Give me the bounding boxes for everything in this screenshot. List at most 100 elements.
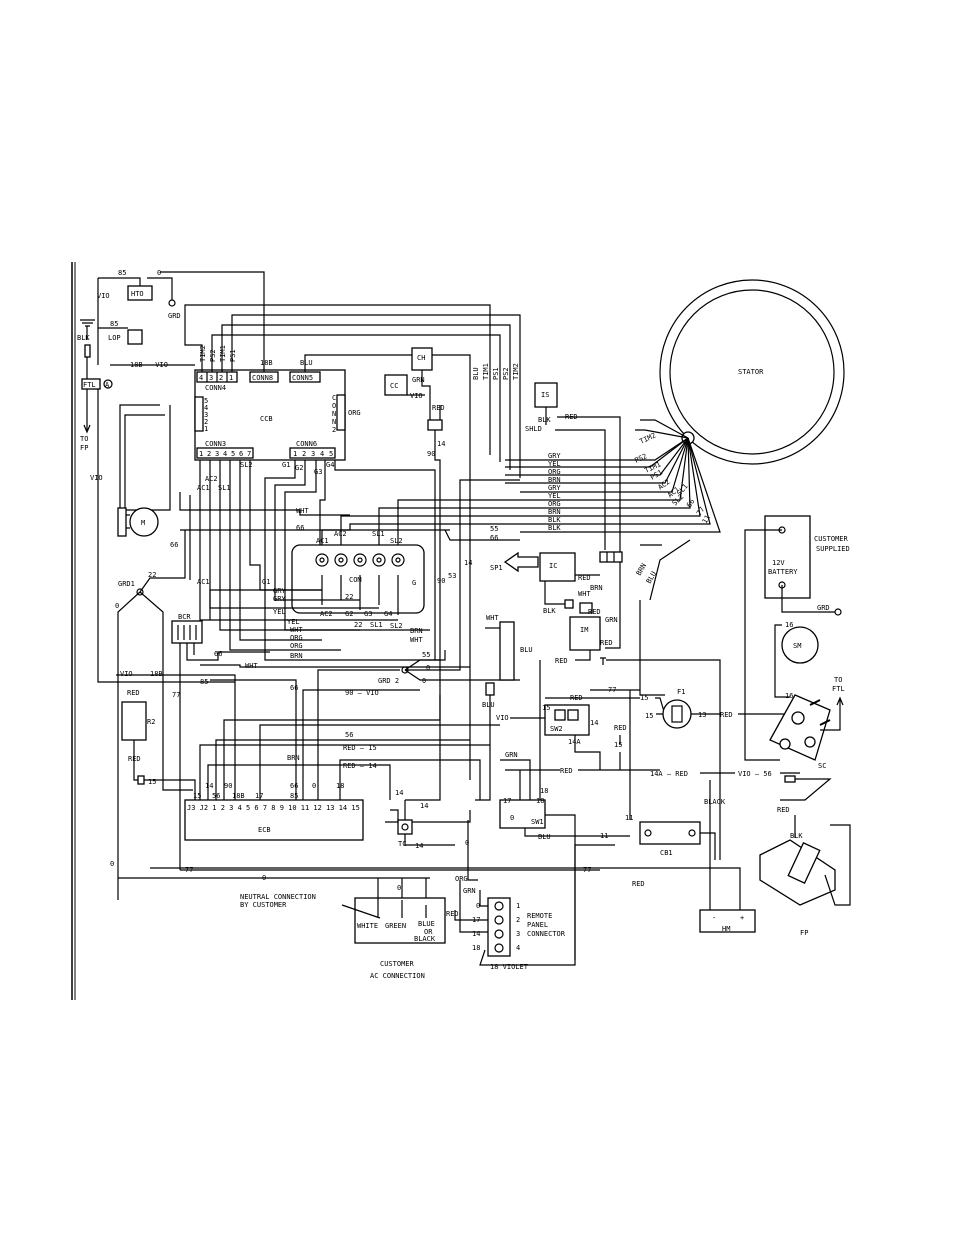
pin: 3: [204, 411, 208, 419]
conn-label: CONN8: [252, 374, 273, 382]
wire-label: WHT: [486, 614, 499, 622]
ground-icon: [834, 608, 842, 616]
pin: 4: [223, 450, 227, 458]
wire-label: 66: [296, 524, 304, 532]
motor-m: M: [117, 404, 165, 537]
wire-label: PS2: [209, 349, 217, 362]
starter-motor: SM 16: [774, 621, 819, 698]
to-ftl-label: FTL: [832, 685, 845, 693]
wire-label: G3: [314, 468, 322, 476]
m-label: M: [141, 519, 145, 527]
wire-label: RED: [578, 574, 591, 582]
remote-label: CONNECTOR: [527, 930, 566, 938]
wire-label: BRN: [590, 584, 603, 592]
cb1-hm: CB1 RED - + HM: [150, 821, 756, 933]
wire-label: 14: [437, 440, 445, 448]
pin: 2: [207, 450, 211, 458]
wire-label: 14: [420, 802, 428, 810]
com-harness: WHT 66: [120, 405, 520, 661]
wire-label: BLU: [538, 833, 551, 841]
wire-label: 0: [422, 677, 426, 685]
wire-label: SL1: [370, 621, 383, 629]
to-fp-label: TO: [80, 435, 88, 443]
wire-label: 0: [465, 839, 469, 847]
wire-label: VIO: [90, 474, 103, 482]
conn-letter: O: [332, 402, 336, 410]
pin: 1: [293, 450, 297, 458]
wire-color: YEL: [548, 460, 561, 468]
wire-label: BLK: [543, 607, 556, 615]
conn-letter: C: [332, 394, 336, 402]
remote-label: REMOTE: [527, 912, 552, 920]
wire-label: VIO — 56: [738, 770, 772, 778]
wire-label: PS2: [502, 367, 510, 380]
wire-label: RED: [588, 608, 601, 616]
wire-label: 16: [785, 692, 793, 700]
pin: 4: [199, 374, 203, 382]
blue-label: BLACK: [414, 935, 436, 943]
conn-letter: N: [332, 418, 336, 426]
r2-label: R2: [147, 718, 155, 726]
ch-cc: CH CC GRN VIO RED 14 90: [384, 347, 445, 780]
remote-panel: 1 2 3 4 0 17 14 18 REMOTE PANEL CONNECTO…: [446, 875, 566, 971]
wire-color: BRN: [548, 508, 561, 516]
remote-label: PANEL: [527, 921, 548, 929]
wire-label: AC2: [320, 610, 333, 618]
wht-blu-plug: WHT BLU BLU: [475, 614, 533, 801]
wire-color: GRY: [548, 484, 561, 492]
stator-label: STATOR: [738, 368, 764, 376]
wire-label: WHT: [410, 636, 423, 644]
bcr: BCR 66 WHT 77: [171, 589, 470, 870]
wire-label: 0: [426, 664, 430, 672]
wire-label: 77: [185, 866, 193, 874]
sw2-label: SW2: [550, 725, 563, 733]
wire-label: VIO: [120, 670, 133, 678]
wire-label: 0: [110, 860, 114, 868]
customer-supplied-label: CUSTOMER: [814, 535, 849, 543]
tc-sw1: 14 TC 14 14 17 18 0 SW1 18 GRN BLU 11 0: [385, 751, 630, 960]
wire-label: RED: [720, 711, 733, 719]
wire-label: BLU: [472, 367, 480, 380]
wire-label: WHT: [578, 590, 591, 598]
fuse-icon: [784, 775, 796, 783]
lop-label: LOP: [108, 334, 121, 342]
wire-label: BLK: [790, 832, 803, 840]
wire-label: TIM2: [199, 345, 207, 362]
wire-label: ORG: [290, 634, 303, 642]
hm-label: HM: [722, 925, 730, 933]
brn-blu: BRN BLU: [635, 539, 691, 696]
to-ftl-label: TO: [834, 676, 842, 684]
wire-label: GRN: [505, 751, 518, 759]
ground-icon: [168, 299, 176, 307]
wire-label: GRN: [412, 376, 425, 384]
wire-label: ORG: [455, 875, 468, 883]
wire-label: GRY: [273, 595, 286, 603]
wire-label: 77: [583, 866, 591, 874]
wire-label: 22: [148, 571, 156, 579]
hm-minus: -: [712, 914, 716, 922]
ccb-label: CCB: [260, 415, 273, 423]
wire-label: BLACK: [704, 798, 726, 806]
customer-ac-label: AC CONNECTION: [370, 972, 425, 980]
sc-label: SC: [818, 762, 826, 770]
sw1-label: SW1: [531, 818, 544, 826]
sp1-label: SP1: [490, 564, 503, 572]
pin: 6: [239, 450, 243, 458]
wire-label: RED: [560, 767, 573, 775]
wire-label: 14: [415, 842, 423, 850]
wire-label: VIO: [410, 392, 423, 400]
stator: STATOR: [659, 279, 845, 465]
wire-label: G2: [295, 464, 303, 472]
wire-label: G2: [345, 610, 353, 618]
violet-label: 18 VIOLET: [490, 963, 529, 971]
wire-label: 22: [345, 593, 353, 601]
circle-label: A: [105, 381, 110, 389]
grd-label: GRD: [817, 604, 830, 612]
pin: 2: [204, 418, 208, 426]
wire-label: 14: [205, 782, 213, 790]
ecb-pins: J3 J2 1 2 3 4 5 6 7 8 9 10 11 12 13 14 1…: [187, 804, 360, 812]
wire-label: GRN: [463, 887, 476, 895]
wire-label: 18: [540, 787, 548, 795]
wire-label: 18B: [150, 670, 163, 678]
wire-label: 11: [625, 814, 633, 822]
